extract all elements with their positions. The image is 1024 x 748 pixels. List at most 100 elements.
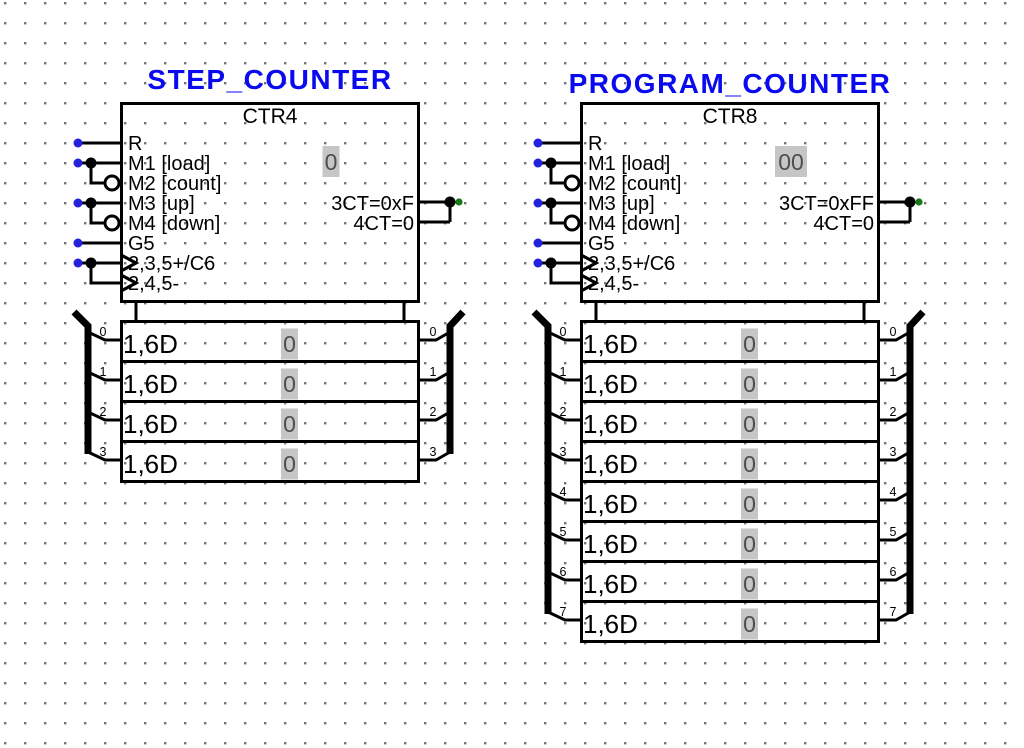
row-label: 1,6D [583, 329, 638, 359]
row-value: 0 [283, 371, 296, 397]
row-label: 1,6D [583, 569, 638, 599]
pin-label-m1: M1 [load] [588, 153, 670, 175]
input-pin-dot[interactable] [73, 198, 83, 208]
row-value: 0 [743, 331, 756, 357]
input-pin-dot[interactable] [73, 138, 83, 148]
bus-left-branches[interactable] [547, 330, 581, 622]
bus-bit-index: 0 [890, 325, 897, 339]
input-pin-dot[interactable] [533, 238, 543, 248]
output-label-zero: 4CT=0 [353, 213, 414, 235]
bus-left[interactable] [71, 309, 92, 454]
row-value: 0 [283, 451, 296, 477]
input-pin-dot[interactable] [73, 158, 83, 168]
input-pin-dot[interactable] [73, 238, 83, 248]
invert-bubble-icon [103, 214, 121, 232]
row-value-cell [741, 528, 758, 560]
row-value: 0 [743, 531, 756, 557]
counter-value: 00 [778, 149, 804, 175]
output-label-carry: 3CT=0xF [331, 193, 414, 215]
wire-junction-dot [85, 197, 97, 209]
counter-value-cell [322, 146, 340, 177]
bus-bit-index: 3 [560, 445, 567, 459]
bus-bit-index: 5 [560, 525, 567, 539]
row-value-cell [741, 328, 758, 360]
wire-junction-dot [904, 196, 916, 208]
row-value: 0 [743, 491, 756, 517]
wire-junction-dot [545, 257, 557, 269]
program-counter-component[interactable]: PROGRAM_COUNTER CTR8 R M1 [load] M2 [cou… [531, 68, 926, 643]
bus-right-branches[interactable] [880, 330, 911, 622]
row-value-cell [281, 328, 298, 360]
bus-bit-index: 1 [560, 365, 567, 379]
bus-bit-index: 2 [890, 405, 897, 419]
bus-left[interactable] [531, 309, 552, 614]
component-title: PROGRAM_COUNTER [569, 68, 892, 99]
counter-control-box[interactable] [120, 102, 420, 303]
row-value-cell [741, 408, 758, 440]
wire-junction-dot [85, 257, 97, 269]
pin-label-r: R [128, 133, 142, 155]
input-wires[interactable] [538, 141, 581, 285]
bus-bit-index: 7 [890, 605, 897, 619]
input-wires[interactable] [78, 141, 121, 285]
row-value-cell [281, 448, 298, 480]
counter-control-box[interactable] [580, 102, 880, 303]
row-value: 0 [283, 411, 296, 437]
bus-left-branches[interactable] [87, 330, 121, 462]
clock-edge-icon [580, 273, 600, 293]
row-value: 0 [743, 451, 756, 477]
row-label: 1,6D [123, 409, 178, 439]
bus-bit-index: 2 [100, 405, 107, 419]
pin-label-clock: 2,3,5+/C6 [128, 253, 215, 275]
clock-edge-icon [120, 253, 140, 273]
pin-label-m4: M4 [down] [128, 213, 220, 235]
counter-value: 0 [325, 149, 338, 175]
input-pin-dot[interactable] [73, 258, 83, 268]
pin-label-g5: G5 [588, 233, 615, 255]
invert-bubble-icon [563, 174, 581, 192]
row-value: 0 [743, 411, 756, 437]
wire-junction-dot [545, 197, 557, 209]
bus-bit-index: 0 [560, 325, 567, 339]
pin-label-m2: M2 [count] [588, 173, 681, 195]
input-pin-dot[interactable] [533, 138, 543, 148]
body-connectors [134, 302, 406, 321]
counter-value-cell [775, 146, 807, 177]
counter-type-label: CTR4 [243, 105, 298, 128]
row-value-cell [281, 408, 298, 440]
row-value-cell [741, 488, 758, 520]
pin-label-m1: M1 [load] [128, 153, 210, 175]
row-label: 1,6D [583, 529, 638, 559]
output-pin-dot[interactable] [455, 198, 463, 206]
row-value: 0 [743, 611, 756, 637]
component-title: STEP_COUNTER [147, 64, 392, 95]
row-label: 1,6D [123, 449, 178, 479]
clock-edge-icon [120, 273, 140, 293]
invert-bubble-icon [103, 174, 121, 192]
bus-right[interactable] [446, 309, 466, 454]
bus-bit-index: 6 [560, 565, 567, 579]
bus-bit-index: 6 [890, 565, 897, 579]
bus-right-branches[interactable] [420, 330, 451, 462]
pin-label-m4: M4 [down] [588, 213, 680, 235]
row-value-cell [741, 568, 758, 600]
output-pin-dot[interactable] [915, 198, 923, 206]
pin-label-r: R [588, 133, 602, 155]
wire-junction-dot [545, 157, 557, 169]
pin-label-clock-down: 2,4,5- [588, 273, 639, 295]
step-counter-component[interactable]: STEP_COUNTER CTR4 R M1 [load] M2 [count]… [71, 64, 466, 483]
output-label-zero: 4CT=0 [813, 213, 874, 235]
bus-bit-index: 0 [100, 325, 107, 339]
input-pin-dot[interactable] [533, 158, 543, 168]
bus-bit-index: 2 [430, 405, 437, 419]
input-pin-dot[interactable] [533, 258, 543, 268]
bus-right[interactable] [906, 309, 926, 614]
output-label-carry: 3CT=0xFF [779, 193, 874, 215]
row-value-cell [741, 448, 758, 480]
row-value-cell [281, 368, 298, 400]
row-value-cell [741, 608, 758, 640]
row-label: 1,6D [123, 369, 178, 399]
input-pin-dot[interactable] [533, 198, 543, 208]
